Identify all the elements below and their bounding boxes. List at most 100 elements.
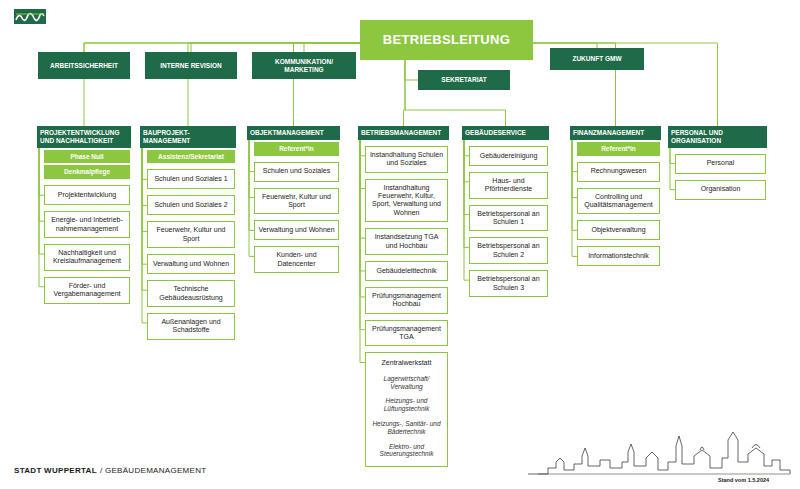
subunit-band: Phase Null <box>44 150 130 164</box>
org-connector <box>84 43 360 52</box>
unit-name: ARBEITSSICHERHEIT <box>50 62 118 70</box>
unit-name: Referent*in <box>601 145 636 153</box>
unit-name: Zentralwerkstatt <box>382 359 432 367</box>
unit-name: Energie- und Inbetrieb- nahmemanagement <box>48 216 126 233</box>
unit-name: Instandsetzung TGA und Hochbau <box>369 233 444 250</box>
unit-box: Kunden- und Datencenter <box>254 246 339 273</box>
unit-box: Gebäudereinigung <box>469 146 548 166</box>
unit-name: Schulen und Soziales <box>263 167 330 175</box>
unit-box: Betriebspersonal an Schulen 3 <box>469 270 548 297</box>
workshop-section: Elektro- und Steuerungstechnik <box>369 443 444 459</box>
unit-name: Personal <box>707 159 735 167</box>
unit-name: Feuerwehr, Kultur und Sport <box>258 193 335 210</box>
unit-box: Gebäudeleittechnik <box>365 261 448 281</box>
department-header: FINANZMANAGEMENT <box>570 126 661 140</box>
unit-name: Verwaltung und Wohnen <box>153 260 229 268</box>
unit-box: Feuerwehr, Kultur und Sport <box>254 188 339 215</box>
staff-box: ZUKUNFT GMW <box>550 48 644 70</box>
gmw-logo <box>14 9 46 24</box>
unit-box: Feuerwehr, Kultur und Sport <box>147 221 235 248</box>
footer-text: / GEBÄUDEMANAGEMENT <box>100 466 207 475</box>
unit-name: Kunden- und Datencenter <box>258 251 335 268</box>
unit-name: Organisation <box>701 185 741 193</box>
department-header: OBJEKTMANAGEMENT <box>247 126 340 140</box>
subunit-band: Referent*in <box>577 142 660 156</box>
unit-name: Instandhaltung Schulen und Soziales <box>369 151 444 168</box>
staff-box: KOMMUNIKATION/ MARKETING <box>252 52 356 79</box>
unit-box: Schulen und Soziales <box>254 162 339 182</box>
unit-name: Informationstechnik <box>588 252 649 260</box>
subunit-band: Referent*in <box>254 142 339 156</box>
unit-name: Referent*in <box>279 145 314 153</box>
unit-name: BAUPROJEKT- MANAGEMENT <box>143 129 233 145</box>
unit-name: Prüfungsmanagement TGA <box>369 325 444 342</box>
unit-box: Objektverwaltung <box>577 220 660 240</box>
org-connector <box>405 60 418 80</box>
unit-name: Assistenz/Sekretariat <box>158 153 224 161</box>
org-connector <box>304 43 360 52</box>
department-header: BAUPROJEKT- MANAGEMENT <box>140 126 236 148</box>
unit-box: Controlling und Qualitätsmanagement <box>577 188 660 215</box>
unit-box: Schulen und Soziales 1 <box>147 169 235 189</box>
unit-box: Betriebspersonal an Schulen 2 <box>469 237 548 264</box>
unit-name: Feuerwehr, Kultur und Sport <box>151 226 231 243</box>
unit-box: Rechnungswesen <box>577 162 660 182</box>
unit-name: Förder- und Vergabemanagement <box>48 282 126 299</box>
unit-name: Schulen und Soziales 2 <box>154 201 227 209</box>
unit-name: PERSONAL UND ORGANISATION <box>671 129 764 145</box>
unit-box: Prüfungsmanagement TGA <box>365 320 448 347</box>
subunit-band: Denkmalpflege <box>44 165 130 179</box>
unit-name: BETRIEBSLEITUNG <box>383 32 510 48</box>
unit-name: Phase Null <box>70 153 103 161</box>
department-header: BETRIEBSMANAGEMENT <box>358 126 449 140</box>
city-skyline <box>528 432 790 474</box>
unit-name: GEBÄUDESERVICE <box>465 129 526 137</box>
unit-name: Außenanlagen und Schadstoffe <box>151 318 231 335</box>
unit-box: Projektentwicklung <box>44 185 130 205</box>
unit-name: Technische Gebäudeausrüstung <box>151 285 231 302</box>
unit-box: Instandhaltung Schulen und Soziales <box>365 146 448 173</box>
secretariat-box: SEKRETARIAT <box>418 70 510 90</box>
staff-box: INTERNE REVISION <box>145 52 237 79</box>
unit-box: Instandsetzung TGA und Hochbau <box>365 228 448 255</box>
unit-box: Schulen und Soziales 2 <box>147 195 235 215</box>
unit-box: Verwaltung und Wohnen <box>254 220 339 240</box>
unit-name: Instandhaltung Feuerwehr, Kultur, Sport,… <box>369 184 444 218</box>
unit-name: KOMMUNIKATION/ MARKETING <box>256 58 352 74</box>
unit-box: Verwaltung und Wohnen <box>147 254 235 274</box>
unit-box: Technische Gebäudeausrüstung <box>147 280 235 307</box>
unit-name: Schulen und Soziales 1 <box>154 175 227 183</box>
unit-box: Haus- und Pförtnerdienste <box>469 172 548 199</box>
unit-name: FINANZMANAGEMENT <box>573 129 644 137</box>
unit-name: Betriebspersonal an Schulen 3 <box>473 275 544 292</box>
org-connector <box>191 43 360 52</box>
department-header: GEBÄUDESERVICE <box>462 126 549 140</box>
unit-name: Controlling und Qualitätsmanagement <box>581 193 656 210</box>
unit-name: Objektverwaltung <box>591 226 645 234</box>
unit-box: Nachhaltigkeit und Kreislaufmanagement <box>44 244 130 271</box>
unit-box: Förder- und Vergabemanagement <box>44 277 130 304</box>
unit-box: Personal <box>675 154 766 174</box>
department-header: PROJEKTENTWICKLUNG UND NACHHALTIGKEIT <box>37 126 131 148</box>
unit-name: OBJEKTMANAGEMENT <box>250 129 324 137</box>
unit-name: Denkmalpflege <box>64 168 110 176</box>
unit-box: Organisation <box>675 180 766 200</box>
unit-name: Gebäudereinigung <box>480 152 538 160</box>
date-note: Stand vom 1.5.2024 <box>718 477 769 483</box>
unit-name: ZUKUNFT GMW <box>572 55 621 63</box>
unit-name: Nachhaltigkeit und Kreislaufmanagement <box>48 249 126 266</box>
unit-name: Betriebspersonal an Schulen 1 <box>473 210 544 227</box>
workshop-section: Lagerwirtschaft/ Verwaltung <box>369 375 444 391</box>
unit-name: Rechnungswesen <box>591 167 647 175</box>
department-header: PERSONAL UND ORGANISATION <box>668 126 767 148</box>
footer-text: STADT WUPPERTAL <box>14 466 97 475</box>
unit-box: Prüfungsmanagement Hochbau <box>365 287 448 314</box>
unit-name: Prüfungsmanagement Hochbau <box>369 292 444 309</box>
unit-name: SEKRETARIAT <box>441 76 486 84</box>
unit-name: Betriebspersonal an Schulen 2 <box>473 242 544 259</box>
workshop-section: Heizungs- und Lüftungstechnik <box>369 397 444 413</box>
unit-name: Gebäudeleittechnik <box>377 267 437 275</box>
unit-name: INTERNE REVISION <box>160 62 221 70</box>
head-office-box: BETRIEBSLEITUNG <box>360 20 533 60</box>
